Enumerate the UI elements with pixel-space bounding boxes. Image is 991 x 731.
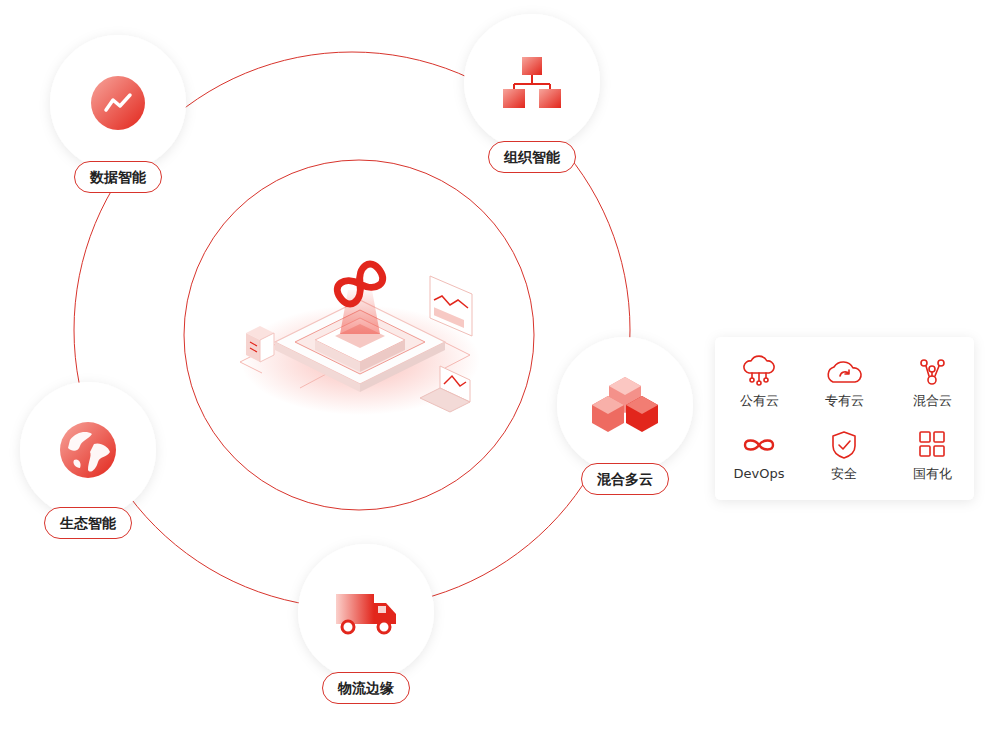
pill-text: 混合多云 — [597, 471, 653, 487]
label-pill: 生态智能 — [44, 507, 132, 539]
label-pill: 混合多云 — [581, 463, 669, 495]
label-pill: 组织智能 — [488, 141, 576, 173]
pill-text: 数据智能 — [90, 169, 146, 185]
data-icon — [91, 76, 145, 130]
feature-label: 安全 — [831, 466, 857, 482]
org-icon — [503, 57, 561, 108]
satellite-circles — [20, 14, 693, 680]
inner-ring — [184, 160, 534, 510]
feature-panel — [715, 337, 974, 500]
feature-label: 混合云 — [913, 393, 952, 409]
label-pill: 物流边缘 — [322, 672, 410, 704]
feature-label: 专有云 — [825, 393, 864, 409]
feature-label: 国有化 — [913, 466, 952, 482]
globe-icon — [60, 422, 116, 478]
pill-text: 组织智能 — [504, 149, 560, 165]
cubes-icon — [592, 377, 658, 432]
feature-label: DevOps — [734, 466, 785, 482]
truck-icon — [336, 594, 396, 633]
central-illustration — [240, 260, 480, 415]
pill-text: 物流边缘 — [338, 680, 394, 696]
label-pill: 数据智能 — [74, 161, 162, 193]
pill-text: 生态智能 — [60, 515, 116, 531]
feature-label: 公有云 — [740, 393, 779, 409]
